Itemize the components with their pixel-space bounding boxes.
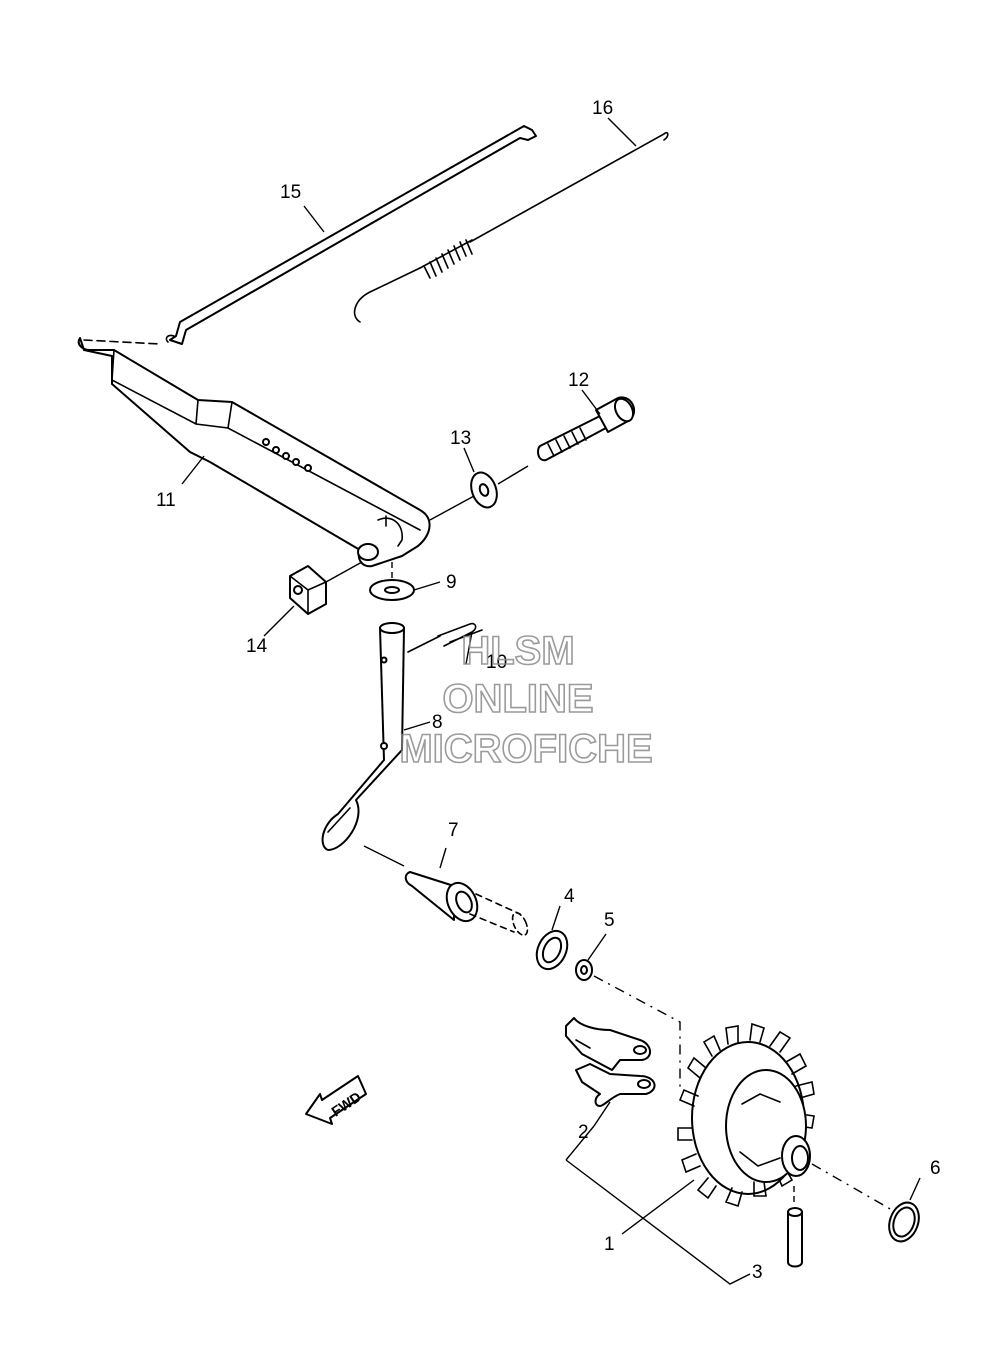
callout-8: 8	[432, 712, 443, 733]
part-11-lever-arm[interactable]	[77, 337, 431, 568]
watermark-line-1: HLSM	[461, 629, 574, 673]
callout-2: 2	[578, 1122, 589, 1143]
watermark: HLSM ONLINE MICROFICHE	[399, 628, 654, 772]
part-8-shift-rod[interactable]	[321, 622, 405, 851]
watermark-line-3: MICROFICHE	[399, 727, 652, 771]
callout-7: 7	[448, 820, 459, 841]
callout-4: 4	[564, 886, 575, 907]
part-3-pin[interactable]	[787, 1207, 803, 1268]
part-15-rod[interactable]	[165, 125, 537, 345]
callout-14: 14	[246, 636, 268, 657]
part-9-washer[interactable]	[369, 579, 415, 601]
watermark-line-2: ONLINE	[442, 677, 593, 721]
part-13-washer[interactable]	[467, 469, 502, 511]
callout-10: 10	[486, 652, 507, 673]
part-1-gear[interactable]	[677, 1022, 815, 1208]
callout-11: 11	[156, 490, 176, 511]
part-6-o-ring[interactable]	[884, 1198, 924, 1245]
part-2-shift-plate[interactable]	[565, 1017, 656, 1107]
callout-1: 1	[604, 1234, 615, 1255]
part-14-nut[interactable]	[289, 565, 327, 615]
callout-5: 5	[604, 910, 615, 931]
callout-12: 12	[568, 370, 589, 391]
part-7-bushing[interactable]	[404, 871, 531, 937]
part-12-bolt[interactable]	[537, 396, 637, 462]
callout-15: 15	[280, 182, 301, 203]
callout-9: 9	[446, 572, 457, 593]
part-16-spring-rod[interactable]	[353, 131, 669, 323]
callout-6: 6	[930, 1158, 941, 1179]
callout-13: 13	[450, 428, 471, 449]
leader-lines	[181, 117, 921, 1285]
part-10-clip[interactable]	[407, 622, 483, 653]
part-5-circlip[interactable]	[575, 959, 593, 981]
callout-3: 3	[752, 1262, 763, 1283]
callout-16: 16	[592, 98, 613, 119]
callout-labels: 1 2 3 4 5 6 7 8 9 10 11 12 13 14 15 16	[156, 98, 941, 1283]
part-4-washer[interactable]	[531, 926, 573, 974]
fwd-arrow-icon: FWD	[305, 1075, 367, 1125]
